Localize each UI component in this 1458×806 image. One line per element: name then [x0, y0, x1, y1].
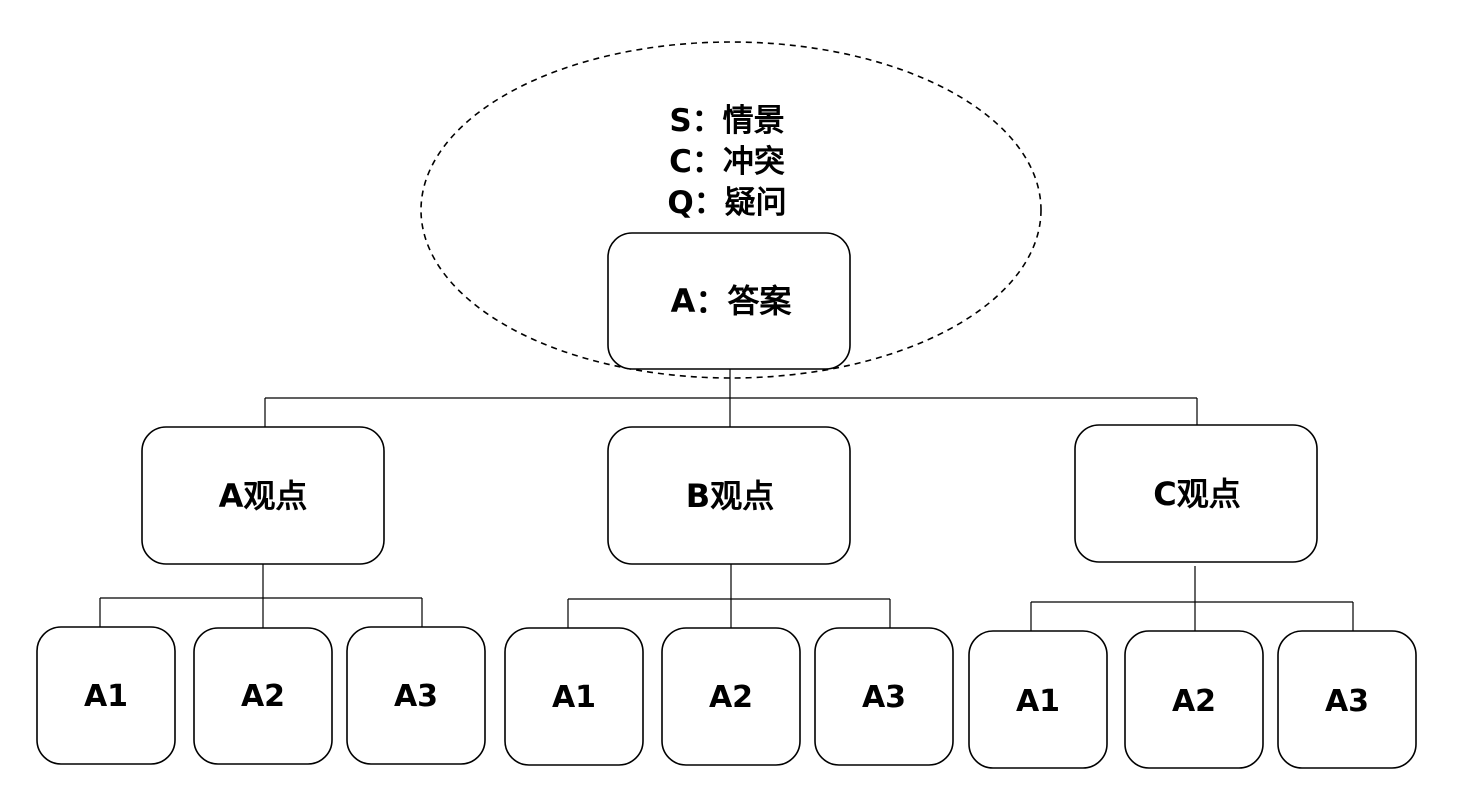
viewpoint-b-child-2-label: A2 [709, 680, 753, 715]
scq-situation-text: S：情景 [669, 103, 784, 139]
viewpoint-a-child-3-label: A3 [394, 679, 438, 714]
viewpoint-c-child-3-label: A3 [1325, 684, 1369, 719]
answer-node: A：答案 [607, 232, 851, 370]
viewpoint-c-child-1-label: A1 [1016, 684, 1060, 719]
viewpoint-a-child-1-node: A1 [36, 626, 176, 765]
viewpoint-b-node: B观点 [607, 426, 851, 565]
viewpoint-c-label: C观点 [1153, 475, 1241, 513]
viewpoint-a-child-3-node: A3 [346, 626, 486, 765]
viewpoint-b-child-2-node: A2 [661, 627, 801, 766]
viewpoint-a-child-2-node: A2 [193, 627, 333, 765]
viewpoint-c-child-3-node: A3 [1277, 630, 1417, 769]
viewpoint-b-child-3-label: A3 [862, 680, 906, 715]
viewpoint-c-node: C观点 [1074, 424, 1318, 563]
viewpoint-c-child-2-label: A2 [1172, 684, 1216, 719]
viewpoint-a-node: A观点 [141, 426, 385, 565]
viewpoint-b-child-3-node: A3 [814, 627, 954, 766]
viewpoint-b-child-1-label: A1 [552, 680, 596, 715]
viewpoint-a-child-2-label: A2 [241, 679, 285, 714]
answer-label: A：答案 [671, 282, 793, 320]
scq-complication-text: C：冲突 [669, 144, 785, 180]
viewpoint-a-child-1-label: A1 [84, 679, 128, 714]
scq-dashed-oval [420, 41, 1042, 379]
viewpoint-c-child-1-node: A1 [968, 630, 1108, 769]
viewpoint-b-child-1-node: A1 [504, 627, 644, 766]
viewpoint-c-child-2-node: A2 [1124, 630, 1264, 769]
scq-question-text: Q：疑问 [667, 185, 786, 221]
viewpoint-a-label: A观点 [219, 477, 308, 515]
viewpoint-b-label: B观点 [686, 477, 774, 515]
